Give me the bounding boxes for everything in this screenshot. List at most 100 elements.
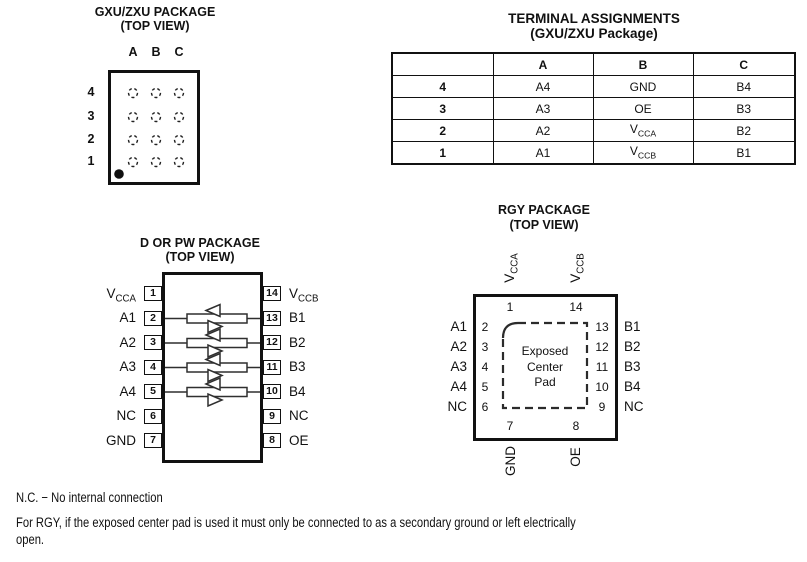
pin-number: 9 xyxy=(269,410,275,423)
gxu-row-label-2: 2 xyxy=(87,132,95,146)
pin-number: 4 xyxy=(150,361,156,374)
pin-number: 7 xyxy=(150,434,156,447)
dpw-pin-label-vccb: VCCB xyxy=(289,286,319,305)
table-header-a: A xyxy=(492,52,594,76)
table-header-row: A B C xyxy=(391,52,796,76)
dpw-pin-box-10: 10 xyxy=(263,384,281,399)
exposed-pad-line: Exposed xyxy=(521,344,569,358)
gxu-ball-a4 xyxy=(127,87,139,99)
gxu-ball-b3 xyxy=(150,111,162,123)
rgy-package-subtitle: (TOP VIEW) xyxy=(509,218,579,232)
dpw-pin-label-nc-right: NC xyxy=(289,408,309,423)
gxu-ball-b1 xyxy=(150,156,162,168)
gxu-row-label-4: 4 xyxy=(87,85,95,99)
terminal-table-title: TERMINAL ASSIGNMENTS xyxy=(508,11,680,26)
gxu-pin1-dot xyxy=(114,169,124,179)
pin-number: 13 xyxy=(266,312,278,325)
rgy-pin-number-5: 5 xyxy=(481,380,489,394)
gxu-column-label-b: B xyxy=(151,45,161,59)
table-cell: GND xyxy=(592,75,694,98)
terminal-assignments-table: A B C 4 A4 GND B4 3 A3 OE B3 2 A2 VCCA B… xyxy=(391,52,796,165)
table-header-corner xyxy=(391,52,494,76)
table-header-c: C xyxy=(692,52,796,76)
gxu-column-label-c: C xyxy=(174,45,184,59)
table-cell: A1 xyxy=(492,141,594,165)
table-cell: A2 xyxy=(492,119,594,142)
note-rgy-line2: open. xyxy=(16,532,45,547)
gxu-row-label-1: 1 xyxy=(87,154,95,168)
dpw-pin-label-b4: B4 xyxy=(289,384,306,399)
dpw-pin-label-vcca: VCCA xyxy=(106,286,136,305)
rgy-pin-number-10: 10 xyxy=(595,380,609,394)
dpw-pin-box-12: 12 xyxy=(263,335,281,350)
rgy-pin-number-12: 12 xyxy=(595,340,609,354)
dpw-pin-label-a1: A1 xyxy=(119,310,136,325)
table-row: 1 A1 VCCB B1 xyxy=(391,141,796,165)
dpw-pin-box-13: 13 xyxy=(263,311,281,326)
dpw-pin-label-nc-left: NC xyxy=(116,408,137,423)
buffer-right-triangle xyxy=(207,368,224,383)
exposed-pad-line: Pad xyxy=(534,375,556,389)
rgy-pin-label-a4: A4 xyxy=(450,379,467,394)
pin-number: 11 xyxy=(266,361,278,374)
rgy-exposed-pad xyxy=(501,321,589,410)
gxu-ball-b4 xyxy=(150,87,162,99)
rgy-pin-number-7: 7 xyxy=(506,419,514,433)
rgy-pin-label-b3: B3 xyxy=(624,359,641,374)
rgy-pin-label-nc-left: NC xyxy=(447,399,468,414)
dpw-pin-box-9: 9 xyxy=(263,409,281,424)
table-row-label: 4 xyxy=(391,75,494,98)
exposed-pad-line: Center xyxy=(526,359,564,374)
buffer-right-triangle xyxy=(207,343,224,359)
rgy-pin-label-b4: B4 xyxy=(624,379,641,394)
dpw-pin-box-11: 11 xyxy=(263,360,281,375)
pin-number: 5 xyxy=(150,385,156,398)
dpw-pin-box-14: 14 xyxy=(263,286,281,301)
exposed-pad-text: Exposed Center Pad xyxy=(503,344,587,391)
gxu-row-label-3: 3 xyxy=(87,109,95,123)
gxu-ball-grid xyxy=(114,87,185,179)
rgy-package-body xyxy=(473,294,618,441)
rgy-pin-label-oe: OE xyxy=(568,447,583,467)
rgy-pin-number-1: 1 xyxy=(506,300,514,314)
buffer-channel-2 xyxy=(165,327,260,359)
pin-number: 3 xyxy=(150,336,156,349)
table-row: 3 A3 OE B3 xyxy=(391,97,796,120)
rgy-pin-label-gnd: GND xyxy=(503,446,518,476)
gxu-package-subtitle: (TOP VIEW) xyxy=(120,19,190,33)
pin-number: 12 xyxy=(266,336,278,349)
rgy-pin-label-vccb: VCCB xyxy=(568,253,587,283)
table-row: 4 A4 GND B4 xyxy=(391,75,796,98)
dpw-pin-label-a2: A2 xyxy=(119,335,136,350)
gxu-ball-a2 xyxy=(127,134,139,146)
table-cell: B2 xyxy=(692,119,796,142)
dpw-package-subtitle: (TOP VIEW) xyxy=(165,250,235,264)
rgy-pin-label-a2: A2 xyxy=(450,339,467,354)
table-cell: VCCB xyxy=(592,141,694,165)
dpw-pin-label-b3: B3 xyxy=(289,359,306,374)
rgy-package-title: RGY PACKAGE xyxy=(498,203,590,217)
terminal-table-subtitle: (GXU/ZXU Package) xyxy=(530,26,658,41)
dpw-pin-box-8: 8 xyxy=(263,433,281,448)
table-header-b: B xyxy=(592,52,694,76)
rgy-pin-number-4: 4 xyxy=(481,360,489,374)
dpw-pin-box-5: 5 xyxy=(144,384,162,399)
buffer-right-triangle xyxy=(207,319,224,334)
dpw-pin-label-a4: A4 xyxy=(119,384,136,399)
rgy-pin-number-9: 9 xyxy=(598,400,606,414)
gxu-ball-c2 xyxy=(173,134,185,146)
rgy-pin-number-3: 3 xyxy=(481,340,489,354)
rgy-pin-label-a3: A3 xyxy=(450,359,467,374)
buffer-left-triangle xyxy=(204,327,221,343)
rgy-pin-label-nc-right: NC xyxy=(624,399,644,414)
gxu-ball-c4 xyxy=(173,87,185,99)
table-cell: B3 xyxy=(692,97,796,120)
pin-number: 2 xyxy=(150,312,156,325)
dpw-pin-label-gnd: GND xyxy=(106,433,136,448)
dpw-pin-box-2: 2 xyxy=(144,311,162,326)
dpw-pin-box-4: 4 xyxy=(144,360,162,375)
buffer-channel-4 xyxy=(165,376,260,408)
rgy-pin-label-b1: B1 xyxy=(624,319,641,334)
gxu-ball-a1 xyxy=(127,156,139,168)
